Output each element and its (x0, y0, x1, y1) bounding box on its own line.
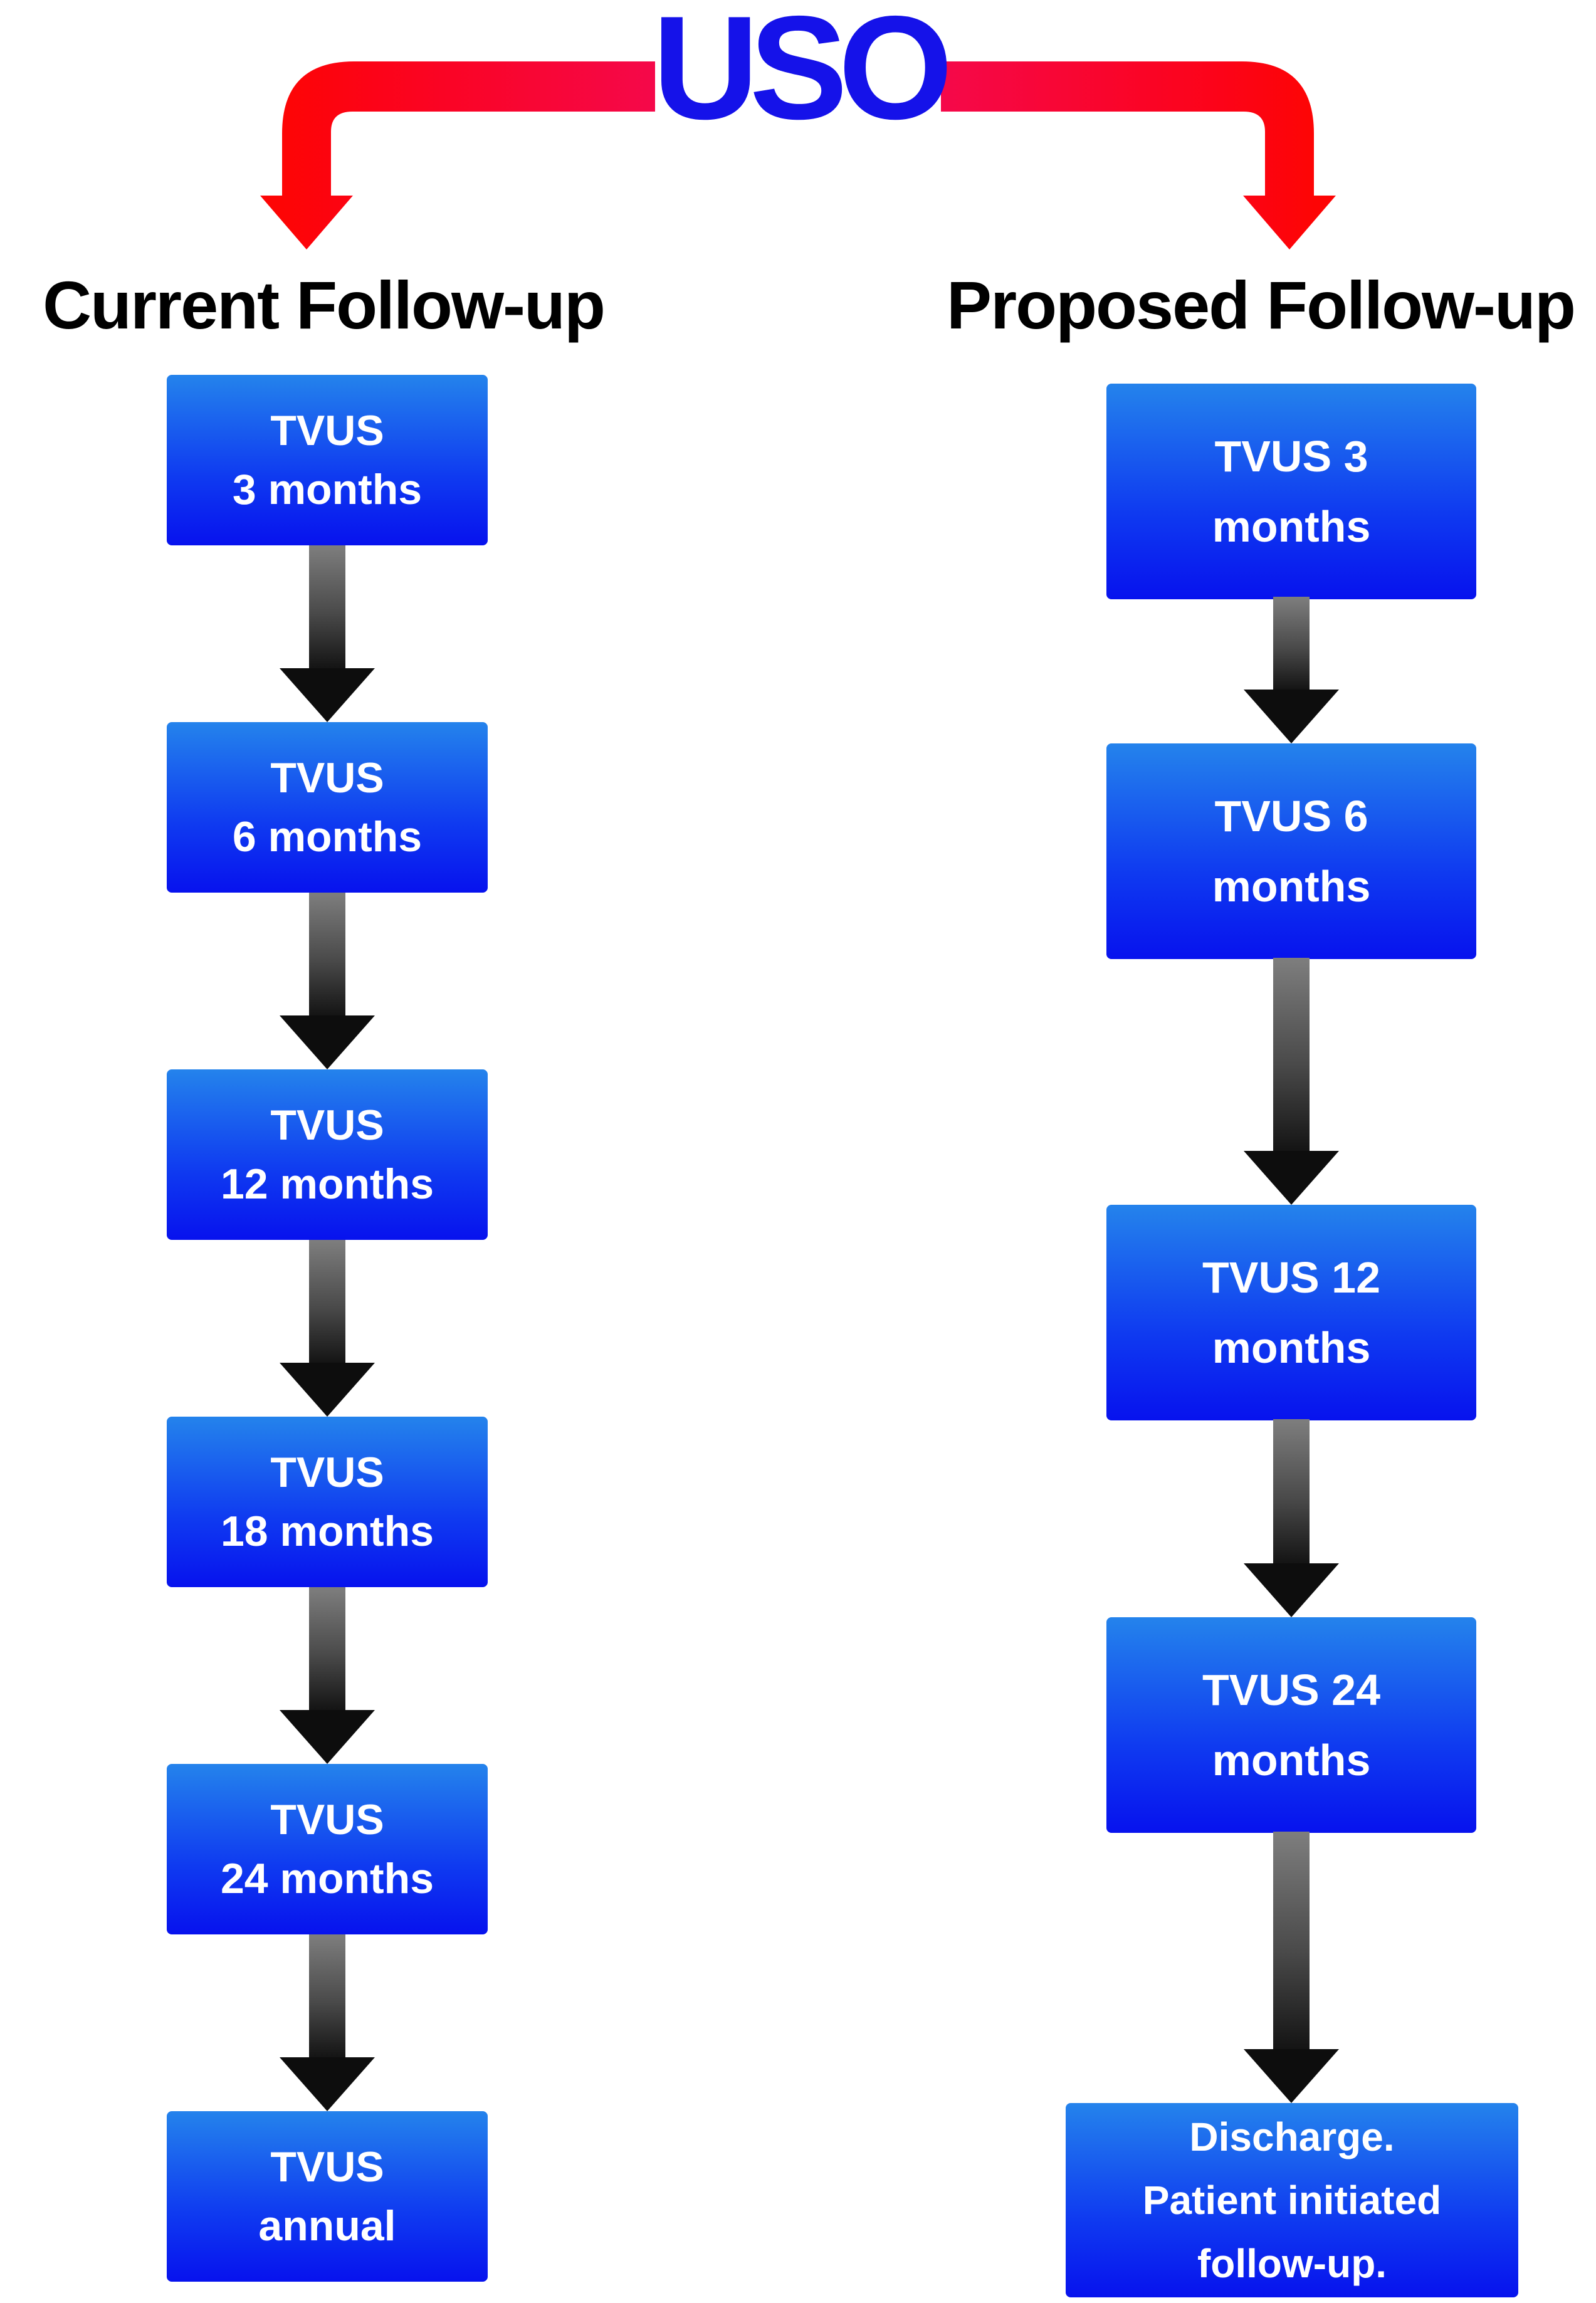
flow-box-tvus-12-months: TVUS 12 months (167, 1069, 488, 1240)
flow-box-tvus-12-months-proposed: TVUS 12 months (1106, 1205, 1476, 1420)
box-label-line: annual (258, 2202, 396, 2250)
down-arrow-icon (280, 1934, 375, 2111)
down-arrow-icon (1244, 958, 1339, 1205)
box-label-line: TVUS 3 (1214, 432, 1368, 481)
arrow-shaft (1273, 1419, 1310, 1563)
arrow-shaft (309, 893, 345, 1015)
down-arrow-icon (1244, 1419, 1339, 1617)
box-label-line: TVUS (270, 407, 384, 454)
down-arrow-icon (280, 1240, 375, 1417)
down-arrow-icon (1244, 1832, 1339, 2103)
arrow-shaft (1273, 958, 1310, 1151)
flow-box-tvus-3-months-proposed: TVUS 3 months (1106, 384, 1476, 599)
box-label-line: TVUS (270, 1101, 384, 1149)
figure-title: USO (652, 0, 953, 150)
box-label-line: Patient initiated (1142, 2177, 1442, 2223)
flow-box-tvus-6-months-proposed: TVUS 6 months (1106, 743, 1476, 959)
box-label-line: months (1212, 1323, 1371, 1372)
box-label-line: months (1212, 1736, 1371, 1785)
box-label-line: 18 months (220, 1508, 434, 1555)
box-label-line: TVUS (270, 1449, 384, 1496)
arrow-head (1244, 2049, 1339, 2103)
flow-box-tvus-24-months-proposed: TVUS 24 months (1106, 1617, 1476, 1833)
flow-box-discharge: Discharge. Patient initiated follow-up. (1066, 2103, 1518, 2297)
column-header-proposed: Proposed Follow-up (947, 267, 1576, 343)
box-label-line: months (1212, 502, 1371, 551)
box-label-line: TVUS (270, 1796, 384, 1844)
flow-box-tvus-3-months: TVUS 3 months (167, 375, 488, 545)
arrow-shaft (309, 1587, 345, 1710)
down-arrow-icon (1244, 597, 1339, 743)
arrow-head (280, 1363, 375, 1417)
arrow-shaft (1273, 597, 1310, 690)
branch-arrows (260, 61, 1336, 249)
box-label-line: TVUS 24 (1202, 1666, 1380, 1714)
box-label-line: TVUS (270, 2143, 384, 2191)
flow-box-tvus-6-months: TVUS 6 months (167, 722, 488, 893)
box-label-line: months (1212, 862, 1371, 911)
box-label-line: 3 months (232, 466, 423, 513)
flow-box-tvus-annual: TVUS annual (167, 2111, 488, 2282)
arrow-head (280, 1710, 375, 1764)
arrow-head (1244, 1151, 1339, 1205)
arrow-shaft (309, 1240, 345, 1363)
down-arrow-icon (280, 1587, 375, 1764)
arrow-shaft (1273, 1832, 1310, 2049)
down-arrow-icon (280, 893, 375, 1069)
arrow-head (1244, 690, 1339, 743)
arrow-shaft (309, 1934, 345, 2057)
box-label-line: follow-up. (1197, 2240, 1387, 2286)
arrow-head (280, 2057, 375, 2111)
box-label-line: 24 months (220, 1855, 434, 1902)
box-label-line: TVUS (270, 754, 384, 802)
branch-arrow-left-icon (260, 61, 655, 249)
branch-arrow-right-icon (941, 61, 1336, 249)
flow-box-tvus-18-months: TVUS 18 months (167, 1417, 488, 1587)
down-arrow-icon (280, 545, 375, 722)
arrow-head (1244, 1563, 1339, 1617)
arrow-head (280, 668, 375, 722)
box-label-line: 6 months (232, 813, 423, 861)
column-header-current: Current Follow-up (43, 267, 606, 343)
arrow-head (280, 1015, 375, 1069)
box-label-line: Discharge. (1189, 2114, 1395, 2159)
box-label-line: 12 months (220, 1160, 434, 1208)
flow-box-tvus-24-months: TVUS 24 months (167, 1764, 488, 1934)
box-label-line: TVUS 12 (1202, 1253, 1380, 1302)
box-label-line: TVUS 6 (1214, 792, 1368, 841)
arrow-shaft (309, 545, 345, 668)
